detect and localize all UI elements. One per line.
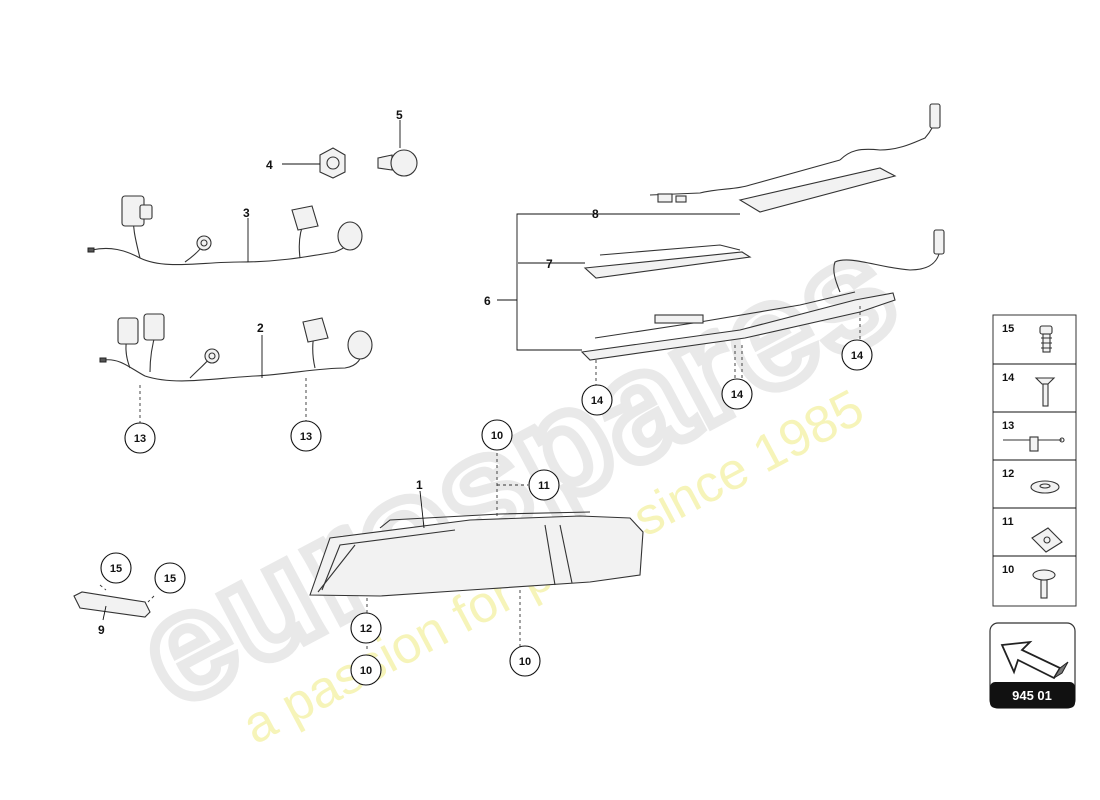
wiring-harness-upper: [87, 195, 363, 266]
clip-nut-11-icon: [1031, 527, 1063, 553]
legend-item-14: 14: [1002, 372, 1015, 384]
screw-15-icon: [1039, 325, 1053, 353]
legend-item-11: 11: [1002, 516, 1014, 528]
bolt-14-icon: [1034, 377, 1056, 407]
part-label-9: 9: [98, 623, 105, 637]
callout-12: 12: [350, 612, 382, 644]
svg-text:14: 14: [851, 350, 864, 362]
svg-text:14: 14: [591, 395, 604, 407]
callout-14c: 14: [841, 339, 873, 371]
part-label-1: 1: [416, 478, 423, 492]
part-label-3: 3: [243, 206, 250, 220]
screw-10-icon: [1032, 569, 1056, 599]
tail-light-main: [309, 511, 644, 597]
callout-14a: 14: [581, 384, 613, 416]
legend-item-15: 15: [1002, 323, 1014, 335]
callout-13a: 13: [124, 422, 156, 454]
svg-text:10: 10: [519, 656, 531, 668]
leader-lines: [102, 120, 740, 621]
diagram-code: 945 01: [1012, 688, 1052, 703]
light-strip-lower: [580, 229, 945, 361]
bulb: [377, 149, 418, 177]
part-label-4: 4: [266, 158, 273, 172]
svg-text:12: 12: [360, 623, 372, 635]
light-strip-middle: [583, 244, 752, 279]
wiring-harness-lower: [99, 313, 373, 382]
part-label-7: 7: [546, 257, 553, 271]
legend-item-10: 10: [1002, 564, 1014, 576]
callout-10b: 10: [350, 654, 382, 686]
light-strip-upper: [649, 103, 941, 213]
callout-15a: 15: [100, 552, 132, 584]
svg-text:15: 15: [164, 573, 176, 585]
callout-14b: 14: [721, 378, 753, 410]
diagram-code-badge: [990, 682, 1075, 708]
svg-text:10: 10: [491, 430, 503, 442]
part-label-5: 5: [396, 108, 403, 122]
direction-arrow-box: 945 01: [989, 622, 1076, 709]
callout-10a: 10: [481, 419, 513, 451]
washer-12-icon: [1030, 480, 1060, 494]
svg-text:13: 13: [134, 433, 146, 445]
callout-15b: 15: [154, 562, 186, 594]
part-label-6: 6: [484, 294, 491, 308]
callout-13b: 13: [290, 420, 322, 452]
part-label-8: 8: [592, 207, 599, 221]
legend-item-13: 13: [1002, 420, 1014, 432]
legend-item-12: 12: [1002, 468, 1014, 480]
svg-text:14: 14: [731, 389, 744, 401]
svg-text:13: 13: [300, 431, 312, 443]
cable-tie-13-icon: [1003, 436, 1065, 452]
direction-arrow-icon: [1000, 640, 1069, 680]
reflector: [73, 591, 151, 618]
svg-text:15: 15: [110, 563, 122, 575]
svg-text:10: 10: [360, 665, 372, 677]
callout-11: 11: [528, 469, 560, 501]
svg-text:11: 11: [538, 480, 550, 492]
part-labels: 5 4 3 2 8 7 6 1 9: [98, 108, 599, 637]
fastener-legend: 15 14 13 12 11 10: [992, 314, 1077, 607]
part-label-2: 2: [257, 321, 264, 335]
bulb-socket: [319, 147, 346, 179]
callout-10c: 10: [509, 645, 541, 677]
